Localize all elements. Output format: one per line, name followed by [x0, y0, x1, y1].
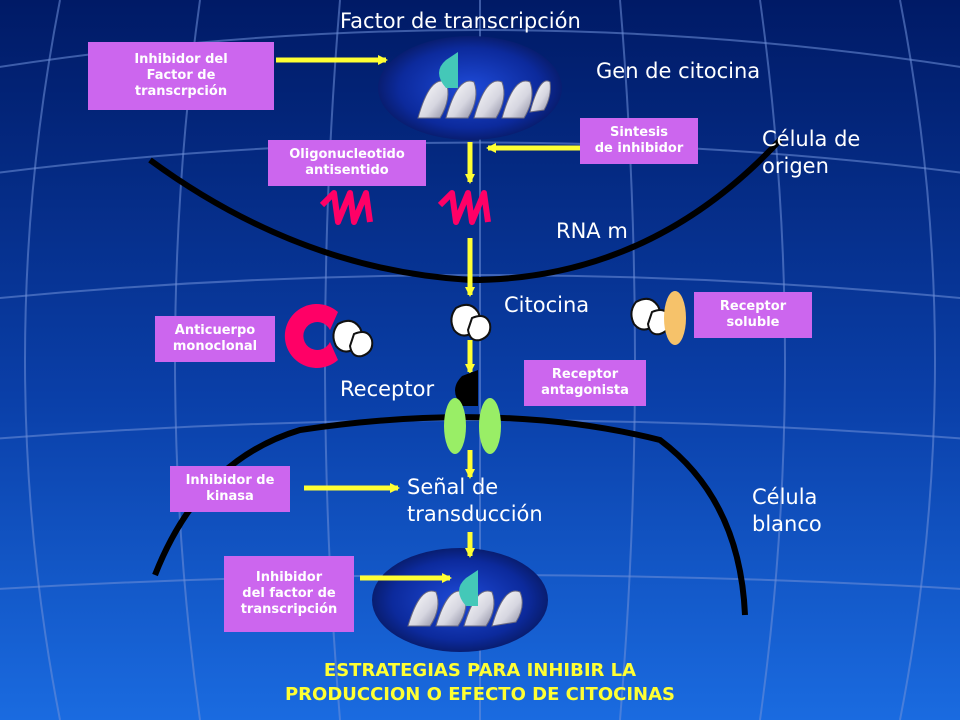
- receptor-antagonist-icon: [455, 370, 478, 406]
- label-cytokine-gene: Gen de citocina: [596, 59, 761, 83]
- box-soluble-receptor: Receptor soluble: [694, 292, 812, 338]
- mrna-right: [437, 190, 491, 225]
- nucleus-bottom: [372, 548, 548, 652]
- label-cytokine: Citocina: [504, 293, 590, 317]
- label-signal-transduction: Señal de transducción: [407, 475, 543, 526]
- label-transcription-factor: Factor de transcripción: [340, 9, 581, 33]
- diagram-title: ESTRATEGIAS PARA INHIBIR LA PRODUCCION O…: [284, 660, 676, 705]
- monoclonal-antibody-icon: [284, 304, 338, 368]
- cytokine-bound-antibody: [332, 319, 374, 358]
- transcription-factor-bottom: [459, 570, 478, 606]
- dna-helix-top: [417, 80, 551, 119]
- cytokine-molecules: [332, 297, 672, 358]
- mrna-strands: [319, 190, 491, 225]
- membrane-receptor-icon: [444, 398, 501, 454]
- mrna-left: [319, 190, 373, 225]
- arrows: [276, 55, 580, 583]
- box-antagonist-receptor: Receptor antagonista: [524, 360, 646, 406]
- box-inhibitor-synthesis: Sintesis de inhibidor: [580, 118, 698, 164]
- transcription-factor-top: [439, 52, 458, 88]
- nucleus-top: [378, 36, 562, 140]
- label-origin-cell: Célula de origen: [762, 127, 861, 178]
- label-receptor: Receptor: [340, 377, 435, 401]
- box-monoclonal-antibody: Anticuerpo monoclonal: [155, 316, 275, 362]
- box-antisense: Oligonucleotido antisentido: [268, 140, 426, 186]
- cytokine-free: [450, 303, 492, 342]
- label-mrna: RNA m: [556, 219, 628, 243]
- dna-helix-bottom: [407, 590, 523, 627]
- box-kinase-inhibitor: Inhibidor de kinasa: [170, 466, 290, 512]
- soluble-receptor-icon: [664, 291, 686, 345]
- cytokine-bound-soluble-receptor: [630, 297, 672, 336]
- box-tf-inhibitor-bottom: Inhibidor del factor de transcripción: [224, 556, 354, 632]
- label-target-cell: Célula blanco: [752, 485, 822, 536]
- box-tf-inhibitor: Inhibidor del Factor de transcrpción: [88, 42, 274, 110]
